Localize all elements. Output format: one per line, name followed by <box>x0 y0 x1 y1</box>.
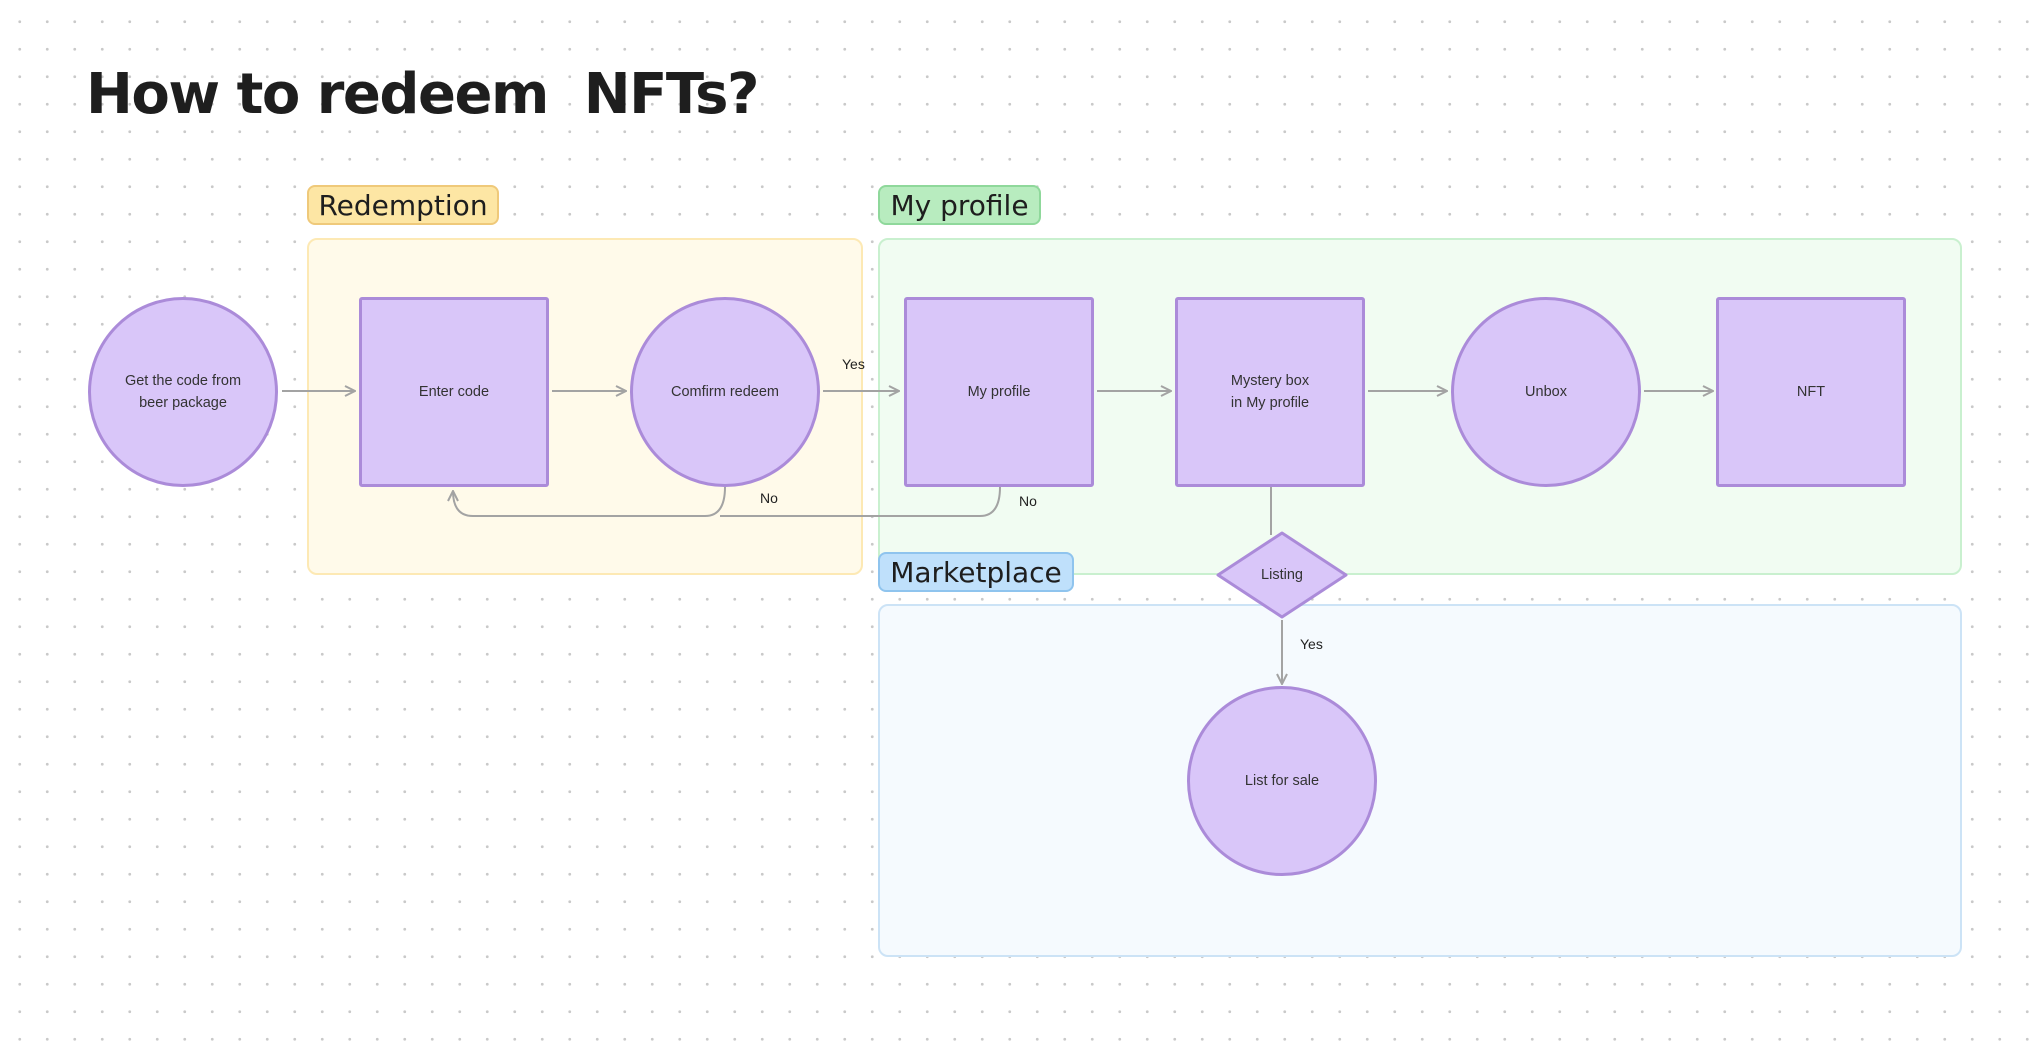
list-for-sale-node[interactable]: List for sale <box>1187 686 1377 876</box>
listing-label: Listing <box>1261 567 1303 583</box>
listing-decision-node[interactable]: Listing <box>1232 560 1332 590</box>
nft-node[interactable]: NFT <box>1716 297 1906 487</box>
list-for-sale-label: List for sale <box>1244 773 1320 789</box>
my-profile-node[interactable]: My profile <box>904 297 1094 487</box>
unbox-label: Unbox <box>1525 384 1567 400</box>
edge-my-profile-no-loop <box>720 486 1001 517</box>
marketplace-section[interactable] <box>878 604 1962 957</box>
page-title: How to redeem NFTs? <box>86 62 760 127</box>
enter-code-label: Enter code <box>418 384 490 400</box>
enter-code-node[interactable]: Enter code <box>359 297 549 487</box>
mystery-box-node[interactable]: Mystery box in My profile <box>1175 297 1365 487</box>
redemption-section-label[interactable]: Redemption <box>307 185 499 225</box>
mystery-box-label: Mystery box in My profile <box>1230 373 1310 411</box>
get-code-node[interactable]: Get the code from beer package <box>88 297 278 487</box>
confirm-redeem-node[interactable]: Comfirm redeem <box>630 297 820 487</box>
edge-label-yes-listing: Yes <box>1300 636 1323 652</box>
listing-diamond <box>1216 531 1348 619</box>
nft-label: NFT <box>1796 384 1826 400</box>
my-profile-section-label[interactable]: My profile <box>878 185 1041 225</box>
edge-label-yes-confirm: Yes <box>842 356 865 372</box>
edge-label-no-profile: No <box>1019 493 1037 509</box>
edge-confirm-no-loop <box>453 486 726 517</box>
edge-label-no-confirm: No <box>760 490 778 506</box>
get-code-label: Get the code from beer package <box>124 373 242 411</box>
my-profile-label: My profile <box>967 384 1031 400</box>
confirm-redeem-label: Comfirm redeem <box>671 384 779 400</box>
unbox-node[interactable]: Unbox <box>1451 297 1641 487</box>
marketplace-section-label[interactable]: Marketplace <box>878 552 1074 592</box>
